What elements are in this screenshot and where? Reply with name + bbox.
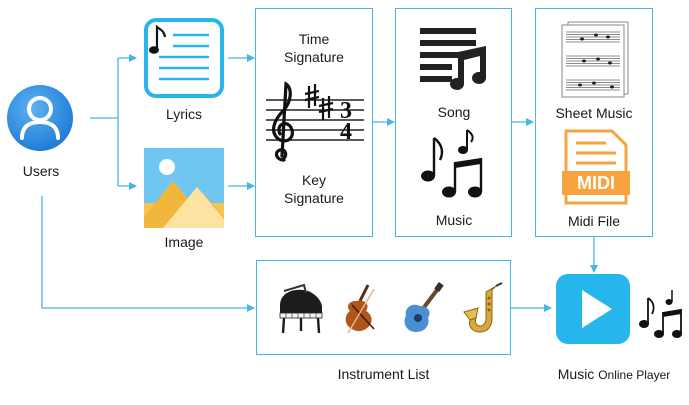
- midi-badge: MIDI: [577, 173, 615, 193]
- image-label: Image: [164, 234, 204, 250]
- guitar-icon: [400, 282, 444, 336]
- midi-file-label: Midi File: [567, 213, 621, 229]
- lyrics-icon: [143, 17, 225, 99]
- song-music-box: [395, 8, 512, 237]
- midi-file-icon: [562, 129, 630, 205]
- music-notes-icon: [418, 128, 488, 202]
- svg-text:4: 4: [340, 119, 352, 145]
- svg-text:3: 3: [340, 98, 352, 124]
- users-label: Users: [22, 163, 60, 179]
- sheet-music-label: Sheet Music: [555, 105, 633, 121]
- play-icon[interactable]: [556, 274, 630, 344]
- sheet-music-icon: [558, 20, 632, 98]
- music-label: Music: [435, 212, 473, 228]
- saxophone-icon: [462, 282, 506, 336]
- notes-icon: [637, 290, 685, 340]
- treble-clef-icon: 3 4: [262, 78, 366, 164]
- image-icon: [143, 147, 225, 229]
- piano-icon: [274, 283, 326, 335]
- song-icon: [418, 26, 490, 92]
- instrument-list-label: Instrument List: [337, 366, 430, 382]
- player-label: Music Online Player: [557, 366, 671, 382]
- user-icon: [6, 82, 74, 154]
- lyrics-label: Lyrics: [165, 106, 203, 122]
- violin-icon: [340, 283, 380, 335]
- song-label: Song: [437, 104, 471, 120]
